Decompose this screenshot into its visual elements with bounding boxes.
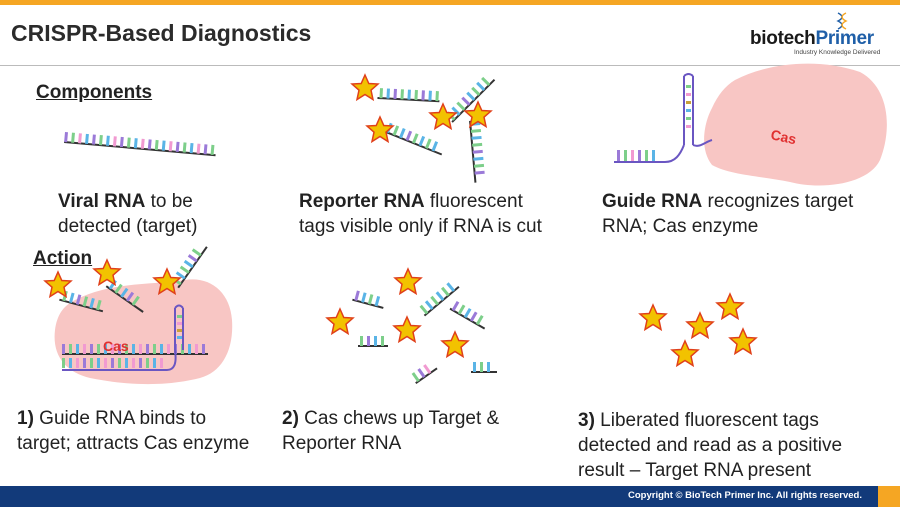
step3-liberated-tags-illustration bbox=[639, 293, 757, 367]
logo-tagline: Industry Knowledge Delivered bbox=[794, 49, 881, 56]
copyright-text: Copyright © BioTech Primer Inc. All righ… bbox=[628, 490, 862, 501]
diagram-illustrations: Cas Cas bbox=[44, 63, 887, 385]
step1-caption: 1) Guide RNA binds to target; attracts C… bbox=[17, 408, 250, 454]
helix-logo-icon bbox=[836, 12, 848, 30]
footer-accent bbox=[878, 486, 900, 507]
guide-rna-cas-illustration bbox=[614, 63, 887, 186]
title-divider bbox=[0, 65, 900, 66]
step2-fragments-illustration bbox=[326, 268, 497, 385]
step3-caption: 3) Liberated fluorescent tags detected a… bbox=[578, 410, 843, 481]
step1-binding-illustration bbox=[44, 246, 233, 385]
components-heading: Components bbox=[36, 82, 153, 103]
logo-wordmark: biotechPrimer bbox=[750, 28, 874, 49]
action-heading: Action bbox=[33, 248, 93, 269]
cas-label-action: Cas bbox=[103, 338, 129, 354]
viral-rna-strand bbox=[64, 132, 216, 157]
step2-caption: 2) Cas chews up Target & Reporter RNA bbox=[282, 408, 500, 454]
guide-rna-caption: Guide RNA recognizes target RNA; Cas enz… bbox=[602, 191, 854, 237]
footer-bar bbox=[0, 486, 900, 507]
viral-rna-caption: Viral RNA to be detected (target) bbox=[58, 191, 198, 237]
slide-title: CRISPR-Based Diagnostics bbox=[11, 20, 312, 46]
top-accent-bar bbox=[0, 0, 900, 5]
reporter-rna-cluster bbox=[351, 74, 496, 183]
reporter-rna-caption: Reporter RNA fluorescent tags visible on… bbox=[299, 191, 542, 237]
cas-label-components: Cas bbox=[769, 126, 798, 147]
logo: biotechPrimer Industry Knowledge Deliver… bbox=[750, 12, 890, 60]
